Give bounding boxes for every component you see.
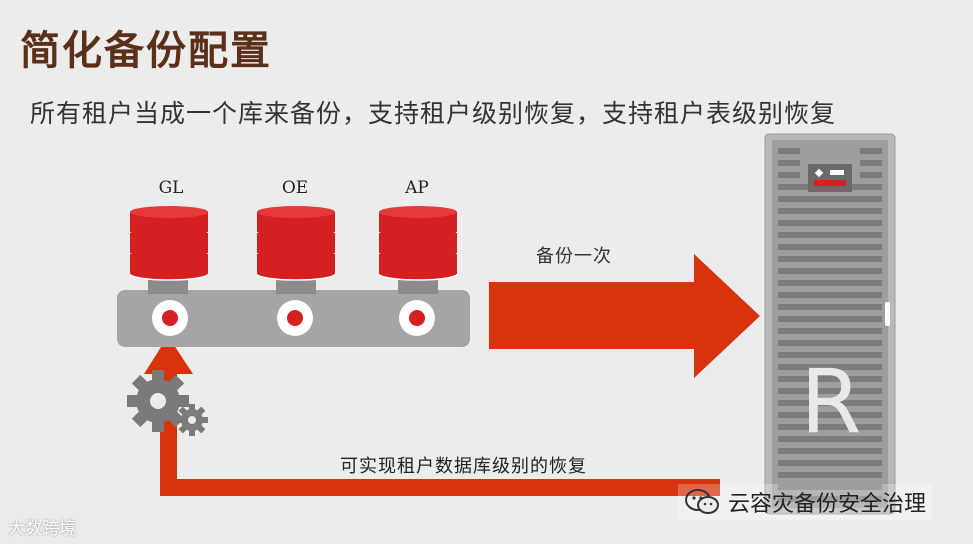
watermark-right: 云容灾备份安全治理 — [678, 484, 933, 520]
page-subtitle: 所有租户当成一个库来备份，支持租户级别恢复，支持租户表级别恢复 — [30, 99, 837, 128]
storage-letter: R — [800, 350, 861, 453]
wechat-icon — [685, 489, 719, 514]
db-label-oe: OE — [281, 178, 309, 198]
watermark-left-text: 大数跨境 — [8, 519, 76, 539]
restore-arrow-label: 可实现租户数据库级别的恢复 — [340, 456, 587, 477]
db-label-gl: GL — [158, 178, 184, 198]
db-label-ap: AP — [405, 178, 429, 198]
tray-ports — [152, 300, 435, 336]
database-oe — [256, 206, 336, 281]
database-gl — [129, 206, 209, 281]
backup-arrow-label: 备份一次 — [536, 246, 612, 267]
storage-rack-icon: R — [764, 133, 896, 515]
watermark-right-text: 云容灾备份安全治理 — [728, 492, 927, 517]
page-title: 简化备份配置 — [20, 28, 272, 74]
watermark-left: 大数跨境 — [8, 514, 76, 539]
database-ap — [378, 206, 458, 281]
backup-arrow — [489, 254, 760, 378]
